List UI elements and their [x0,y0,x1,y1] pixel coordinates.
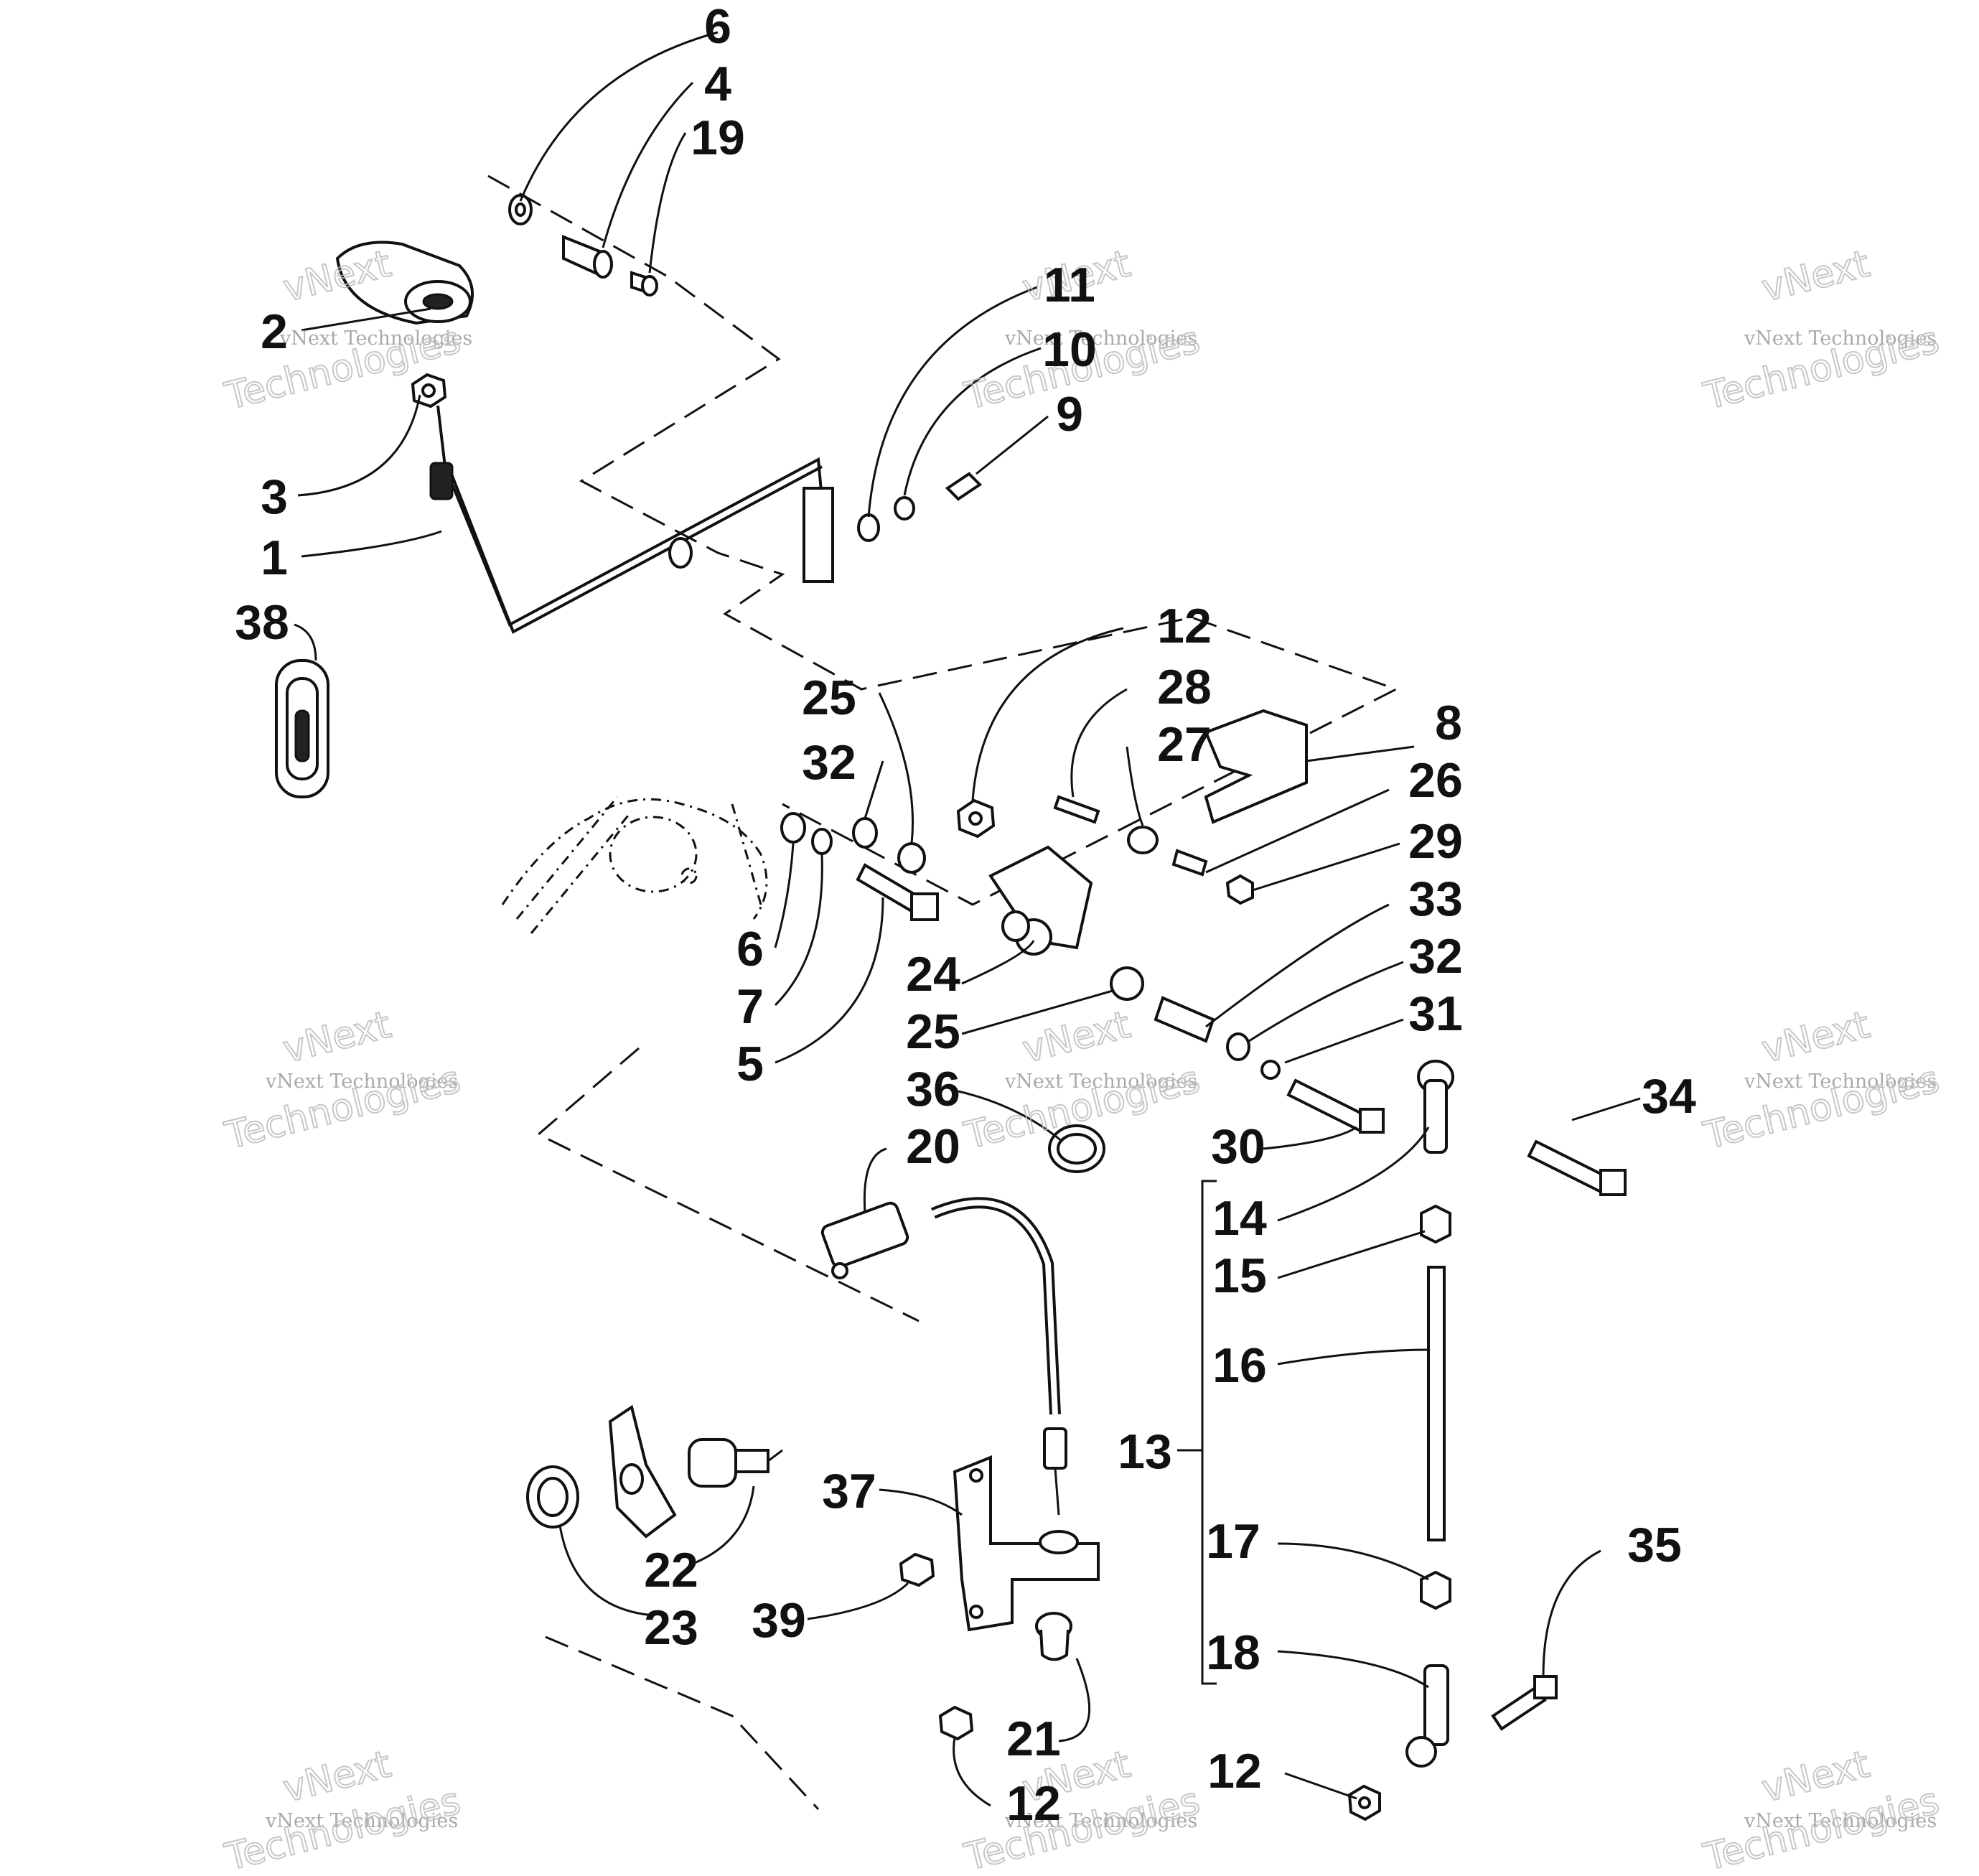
callout-32: 32 [802,735,856,790]
callout-35: 35 [1627,1518,1682,1572]
nut-part-17 [1420,1570,1451,1610]
callout-13: 13 [1118,1424,1172,1479]
callout-1: 1 [261,531,288,585]
nut-part-39 [899,1552,935,1587]
washers-bolt-11-10-9 [857,472,983,542]
callout-12: 12 [1006,1776,1061,1831]
watermark-text: vNext Technologies [265,1810,458,1832]
callout-8: 8 [1435,696,1462,750]
callout-12: 12 [1207,1744,1262,1798]
lower-shaft-parts-25-33-32-31 [1110,966,1281,1080]
callout-labels: 6 4 19 2 3 1 38 11 10 9 12 28 27 8 26 29… [235,0,1696,1831]
callout-16: 16 [1212,1338,1267,1393]
callout-6: 6 [736,922,764,976]
callout-30: 30 [1211,1119,1265,1174]
watermark-text: vNext Technologies [1744,327,1937,350]
cable-part-20 [820,1197,1067,1516]
watermark-text: vNext Technologies [1004,1810,1197,1832]
nut-part-12c [938,1705,974,1741]
callout-6: 6 [704,0,731,54]
leader-lines [294,31,1641,1807]
left-shaft-parts-6-7-5-25-32 [780,812,939,921]
grommet-part-21 [1035,1612,1072,1661]
nut-part-15 [1420,1204,1451,1244]
callout-10: 10 [1042,322,1097,377]
callout-7: 7 [736,979,764,1034]
callout-4: 4 [704,57,731,111]
switch-assembly-22-23 [526,1404,783,1539]
callout-32: 32 [1408,929,1463,984]
callout-24: 24 [906,947,960,1002]
knob-part-38 [275,659,329,798]
callout-39: 39 [752,1593,806,1648]
bracket-part-37 [953,1455,1100,1632]
bolt-part-30 [1286,1078,1385,1134]
callout-3: 3 [261,470,288,524]
watermark-text: vNext Technologies [1004,327,1197,350]
callout-22: 22 [644,1543,698,1597]
bolt-part-35 [1491,1675,1558,1731]
nut-part-12b [1347,1784,1381,1821]
callout-14: 14 [1212,1191,1267,1246]
rod-end-part-18 [1405,1664,1449,1768]
callout-11: 11 [1044,258,1095,312]
watermark-text: vNext Technologies [265,1070,458,1093]
assembly-guide-lines [487,174,1399,1811]
callout-20: 20 [906,1119,960,1174]
callout-37: 37 [822,1464,876,1518]
callout-2: 2 [261,304,288,359]
watermark-text: vNext Technologies [279,327,472,350]
nut-part-12a [956,798,996,839]
callout-25: 25 [906,1004,960,1059]
block-part-8 [1204,709,1308,824]
bolt-part-34 [1527,1139,1627,1196]
top-washers-6-4-19 [508,194,658,297]
callout-21: 21 [1006,1712,1061,1766]
watermark-text: vNext [1758,243,1874,311]
callout-18: 18 [1206,1625,1260,1680]
callout-38: 38 [235,595,289,650]
callout-31: 31 [1408,986,1463,1041]
callout-25: 25 [802,671,856,725]
callout-17: 17 [1206,1514,1260,1569]
watermark-text: vNext Technologies [1744,1070,1937,1093]
callout-9: 9 [1056,387,1083,442]
rod-part-16 [1427,1266,1446,1541]
callout-36: 36 [906,1062,960,1116]
rod-end-part-14 [1417,1060,1454,1154]
assembly-bracket-13 [1177,1180,1217,1685]
bolt-bushing-28-27-26-29 [1053,795,1254,905]
engine-ghost-outline [501,796,768,934]
shift-lever-part-1 [429,405,834,634]
watermark-group: vNext Technologies vNext Technologies vN… [220,242,1945,1876]
callout-19: 19 [691,111,745,165]
callout-34: 34 [1642,1069,1696,1124]
callout-29: 29 [1408,814,1463,869]
callout-12: 12 [1157,599,1212,653]
watermark-text: vNext Technologies [1744,1810,1937,1832]
callout-28: 28 [1157,660,1212,714]
knob-part-2 [335,241,474,325]
callout-15: 15 [1212,1249,1267,1303]
callout-27: 27 [1157,717,1212,772]
clamp-part-36 [1048,1124,1105,1173]
callout-26: 26 [1408,753,1463,808]
watermark-text: vNext [279,1004,396,1072]
callout-5: 5 [736,1037,764,1091]
watermark-text: vNext [1758,1004,1874,1072]
watermark-text: vNext Technologies [1004,1070,1197,1093]
nut-part-3 [411,373,447,409]
callout-33: 33 [1408,872,1463,926]
bracket-part-24 [988,845,1093,956]
callout-23: 23 [644,1600,698,1655]
